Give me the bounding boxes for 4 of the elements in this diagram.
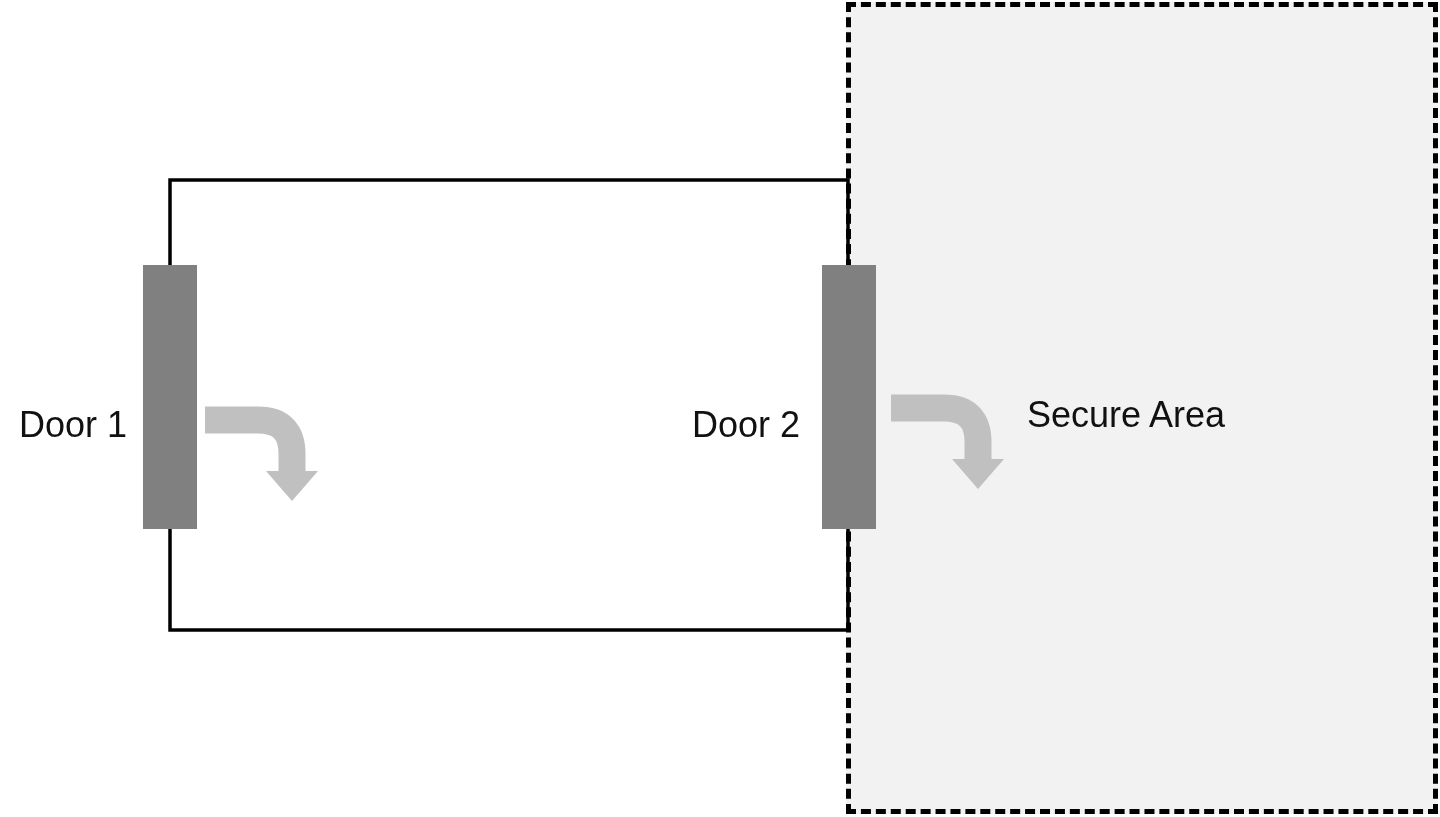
door-label: Door 1 [18, 405, 127, 445]
area-label: Secure Area [1027, 395, 1226, 435]
secure-area-region [846, 2, 1438, 814]
door-label: Door 2 [691, 405, 800, 445]
